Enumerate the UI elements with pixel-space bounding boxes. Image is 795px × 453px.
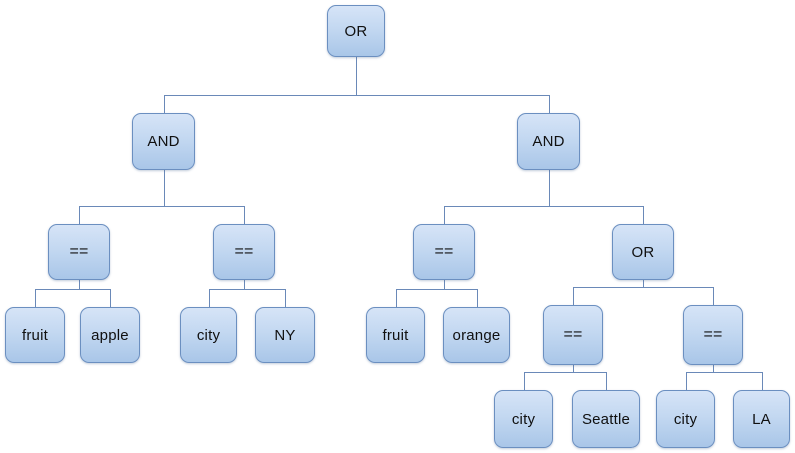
edge-segment-vertical — [164, 95, 165, 113]
tree-node-leaf-orange[interactable]: orange — [443, 307, 510, 363]
edge-segment-vertical — [606, 372, 607, 390]
edge-segment-vertical — [110, 289, 111, 307]
tree-node-label: LA — [752, 410, 771, 428]
tree-node-leaf-city-3[interactable]: city — [656, 390, 715, 448]
tree-node-leaf-city-1[interactable]: city — [180, 307, 237, 363]
tree-node-or-inner[interactable]: OR — [612, 224, 674, 280]
edge-segment-horizontal — [79, 206, 244, 207]
tree-node-label: == — [69, 243, 89, 260]
tree-node-label: fruit — [21, 326, 48, 344]
edge-segment-vertical — [209, 289, 210, 307]
tree-node-label: AND — [532, 133, 565, 150]
edge-segment-horizontal — [164, 95, 549, 96]
tree-node-eq-2[interactable]: == — [213, 224, 275, 280]
edge-segment-vertical — [549, 170, 550, 206]
edge-segment-vertical — [643, 206, 644, 224]
edge-segment-vertical — [35, 289, 36, 307]
tree-node-eq-3[interactable]: == — [413, 224, 475, 280]
edge-segment-horizontal — [444, 206, 643, 207]
edge-segment-vertical — [285, 289, 286, 307]
tree-node-label: NY — [274, 326, 296, 344]
edge-segment-vertical — [396, 289, 397, 307]
tree-node-label: apple — [91, 326, 129, 344]
tree-node-label: AND — [147, 133, 180, 150]
edge-segment-vertical — [79, 206, 80, 224]
tree-node-label: OR — [344, 22, 368, 40]
tree-node-and-left[interactable]: AND — [132, 113, 195, 170]
tree-node-leaf-ny[interactable]: NY — [255, 307, 315, 363]
edge-segment-vertical — [643, 280, 644, 287]
tree-node-eq-4[interactable]: == — [543, 305, 603, 365]
edge-segment-vertical — [549, 95, 550, 113]
tree-node-label: == — [563, 326, 583, 343]
edge-segment-vertical — [444, 206, 445, 224]
edge-segment-horizontal — [209, 289, 285, 290]
tree-node-leaf-la[interactable]: LA — [733, 390, 790, 448]
edge-segment-vertical — [713, 287, 714, 305]
edge-segment-vertical — [713, 365, 714, 372]
edge-segment-vertical — [356, 57, 357, 95]
tree-node-leaf-seattle[interactable]: Seattle — [572, 390, 640, 448]
edge-segment-vertical — [573, 287, 574, 305]
tree-node-label: == — [434, 243, 454, 260]
tree-node-label: city — [196, 326, 221, 344]
tree-node-leaf-city-2[interactable]: city — [494, 390, 553, 448]
edge-segment-vertical — [762, 372, 763, 390]
tree-node-label: OR — [631, 243, 655, 261]
tree-node-eq-1[interactable]: == — [48, 224, 110, 280]
edge-segment-horizontal — [35, 289, 110, 290]
tree-node-leaf-fruit-1[interactable]: fruit — [5, 307, 65, 363]
tree-node-label: orange — [452, 326, 501, 344]
edge-segment-vertical — [244, 280, 245, 289]
edge-segment-vertical — [477, 289, 478, 307]
tree-node-root[interactable]: OR — [327, 5, 385, 57]
edge-segment-horizontal — [524, 372, 606, 373]
tree-node-label: fruit — [382, 326, 409, 344]
tree-node-label: == — [703, 326, 723, 343]
tree-node-leaf-fruit-2[interactable]: fruit — [366, 307, 425, 363]
edge-segment-vertical — [79, 280, 80, 289]
tree-node-label: city — [511, 410, 536, 428]
tree-node-label: == — [234, 243, 254, 260]
edge-segment-vertical — [573, 365, 574, 372]
edge-segment-horizontal — [686, 372, 762, 373]
edge-segment-vertical — [524, 372, 525, 390]
tree-node-label: city — [673, 410, 698, 428]
tree-node-and-right[interactable]: AND — [517, 113, 580, 170]
edge-segment-horizontal — [573, 287, 713, 288]
edge-segment-vertical — [686, 372, 687, 390]
tree-node-label: Seattle — [581, 410, 631, 428]
edge-segment-horizontal — [396, 289, 477, 290]
tree-node-leaf-apple[interactable]: apple — [80, 307, 140, 363]
tree-node-eq-5[interactable]: == — [683, 305, 743, 365]
edge-segment-vertical — [164, 170, 165, 206]
edge-segment-vertical — [444, 280, 445, 289]
edge-segment-vertical — [244, 206, 245, 224]
